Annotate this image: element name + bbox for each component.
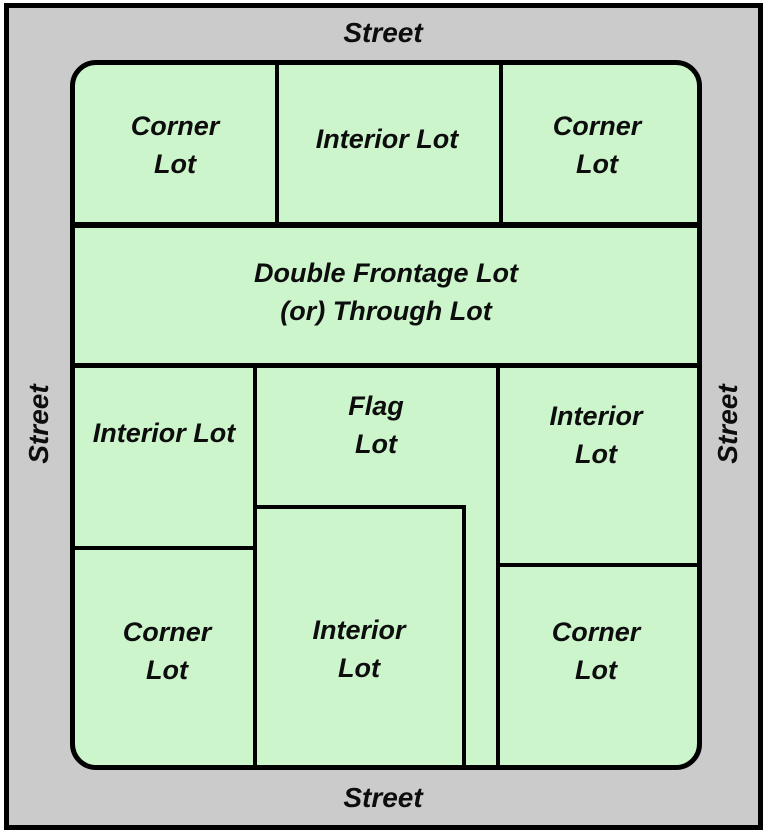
divider-right-corner-top [496, 563, 697, 567]
lot-label-interior-right: Interior Lot [549, 401, 643, 469]
divider-row1-left [275, 65, 279, 228]
lot-label-corner-bottom-right: Corner Lot [551, 617, 641, 685]
city-block: Corner Lot Interior Lot Corner Lot Doubl… [70, 60, 702, 770]
street-label-top: Street [343, 17, 423, 48]
divider-row1-right [499, 65, 503, 228]
lot-label-corner-top-left: Corner Lot [130, 111, 220, 179]
divider-left-corner-top [75, 546, 257, 550]
lot-label-flag: Flag Lot [348, 391, 404, 459]
lot-interior-bottom-box [253, 505, 466, 765]
street-label-left: Street [23, 384, 54, 464]
street-label-right: Street [712, 384, 743, 464]
lot-label-corner-top-right: Corner Lot [552, 111, 642, 179]
lot-label-corner-bottom-left: Corner Lot [122, 617, 212, 685]
divider-double-frontage-bottom [75, 363, 697, 368]
city-block-lots: Corner Lot Interior Lot Corner Lot Doubl… [75, 65, 697, 765]
lot-label-interior-left: Interior Lot [92, 418, 236, 448]
street-label-bottom: Street [343, 782, 423, 813]
divider-row1-bottom [75, 222, 697, 228]
lot-label-interior-top: Interior Lot [315, 124, 459, 154]
lot-label-double-frontage: Double Frontage Lot (or) Through Lot [254, 258, 518, 326]
lot-label-interior-bottom: Interior Lot [312, 615, 406, 683]
